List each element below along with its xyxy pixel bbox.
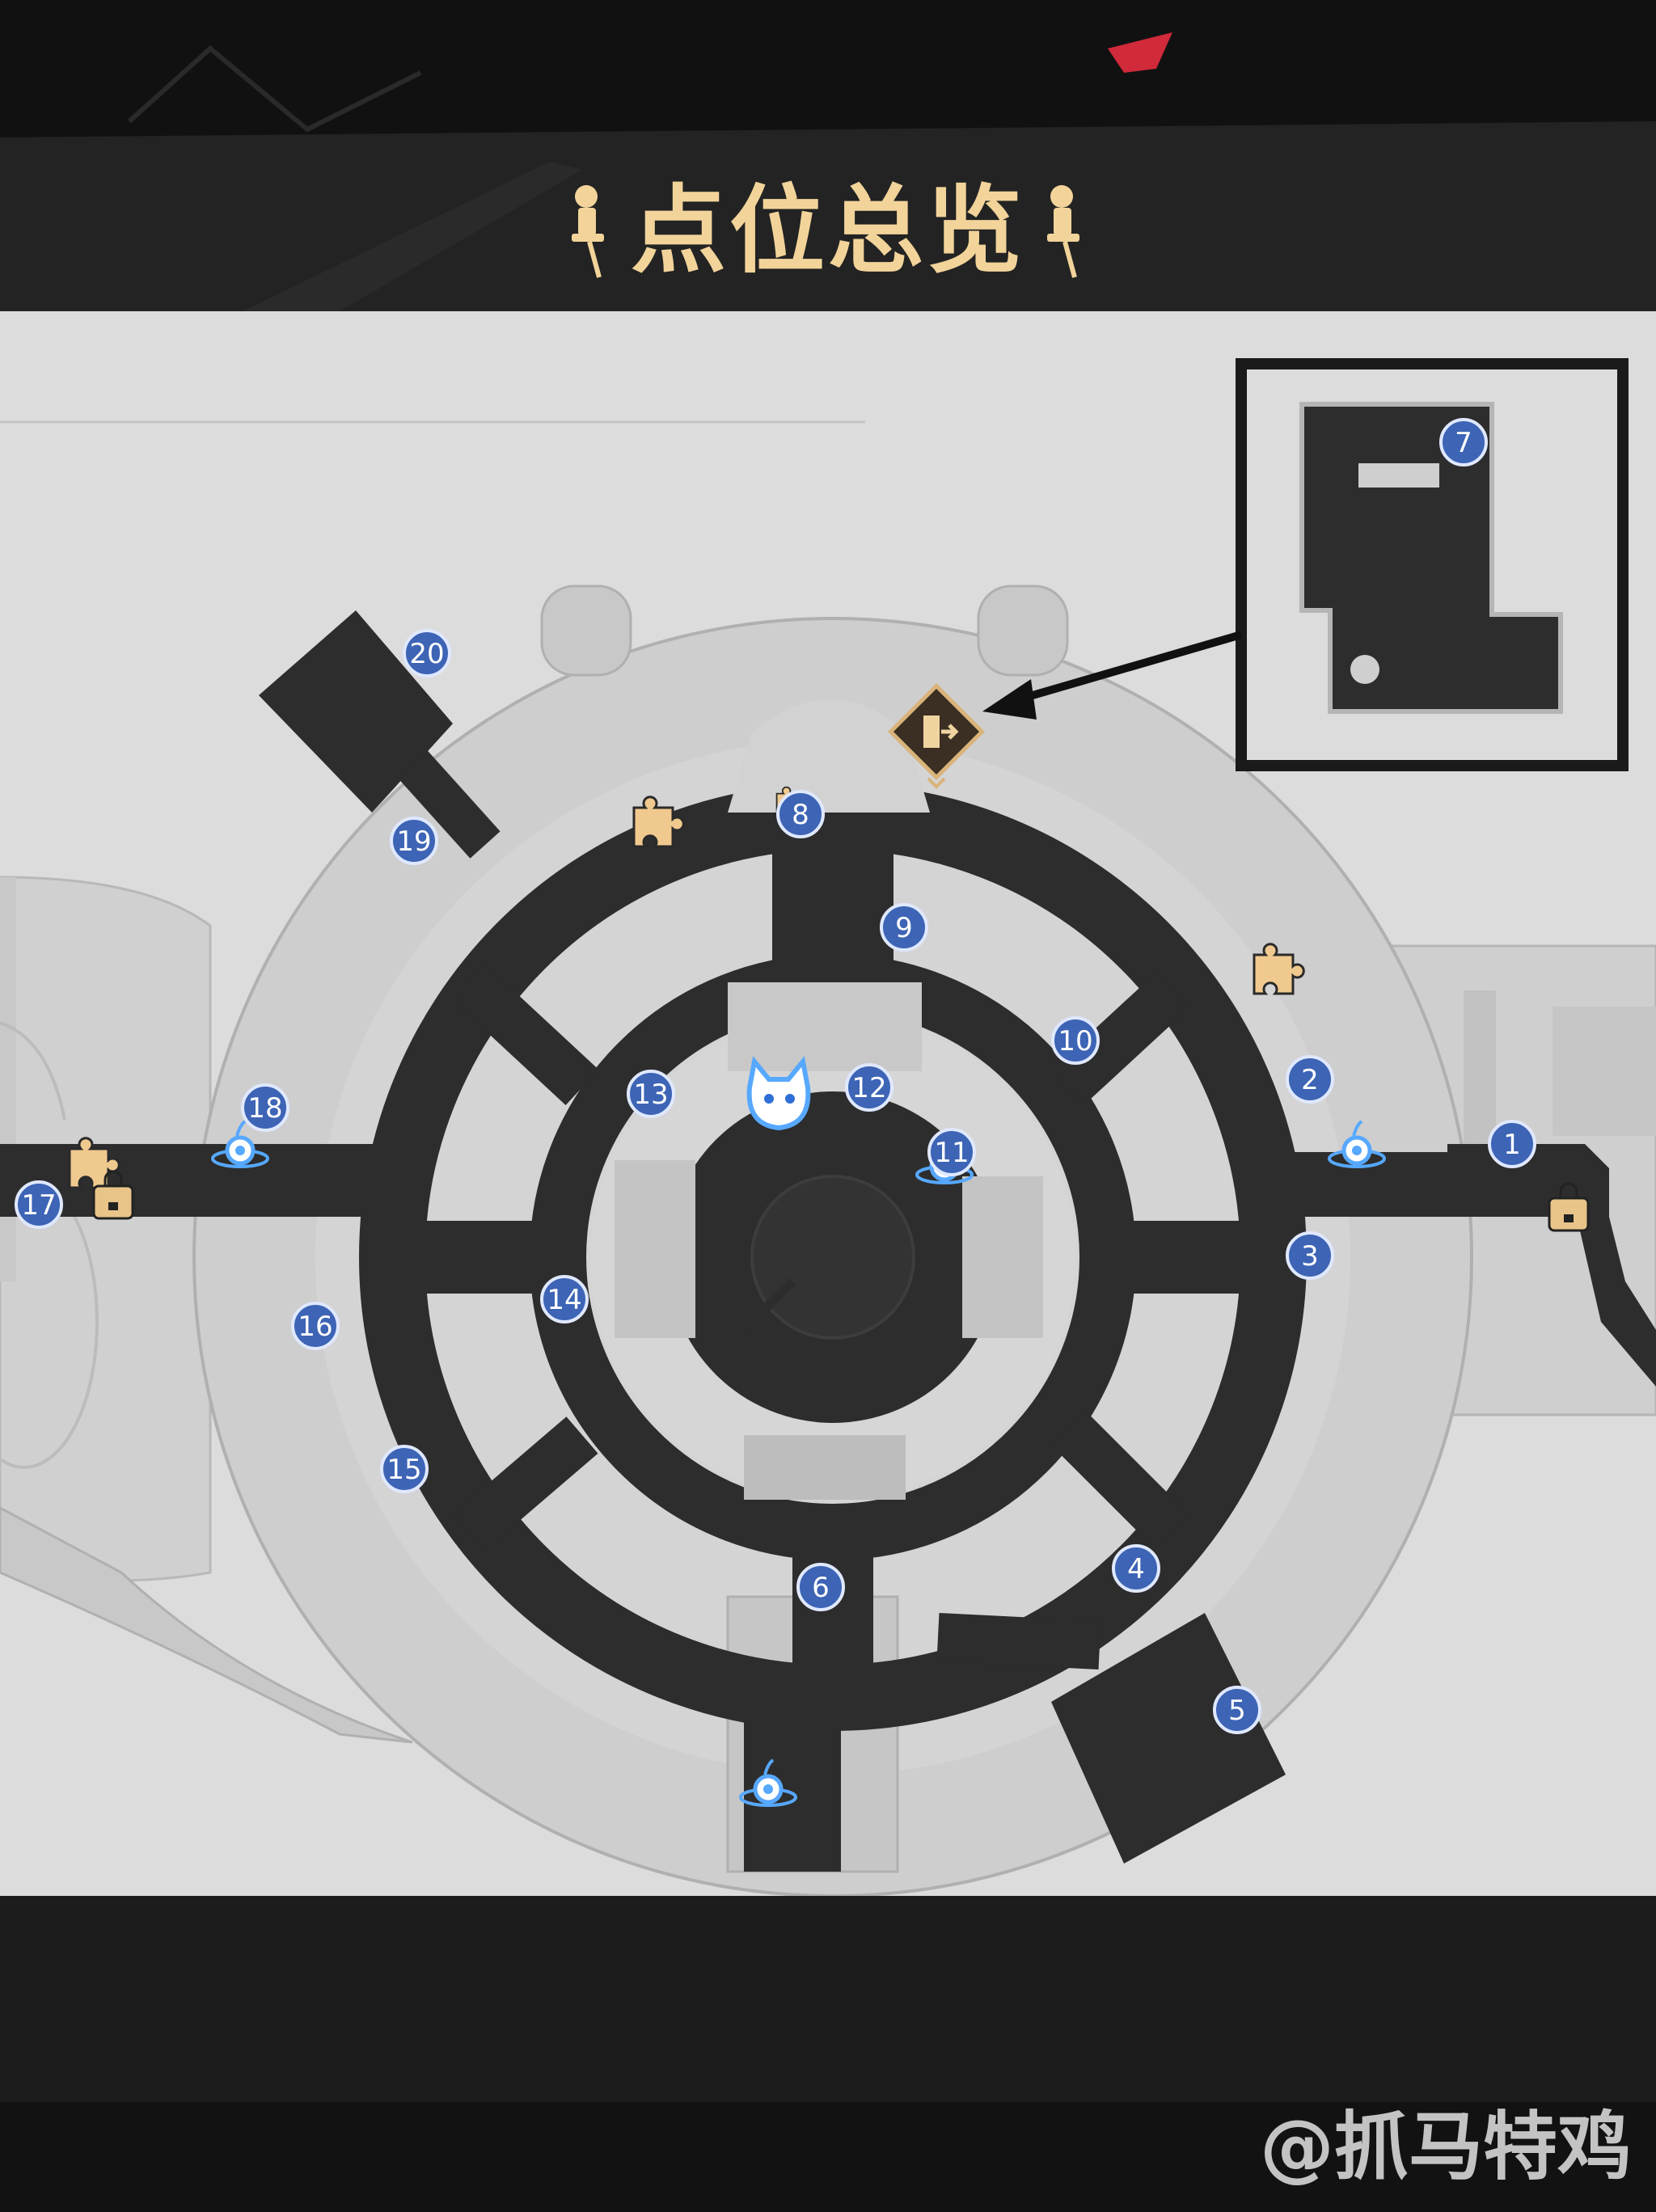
header-band [0,0,1656,311]
marker-label: 18 [247,1092,282,1125]
marker-label: 12 [851,1072,886,1104]
marker-circle[interactable] [845,1063,893,1112]
marker-label: 14 [547,1284,581,1316]
marker-18[interactable]: 18 [241,1083,289,1132]
header-texture [0,0,1656,311]
marker-circle[interactable] [1286,1055,1334,1104]
marker-label: 3 [1301,1240,1319,1273]
page-title: 点位总览 [630,175,1025,286]
marker-label: 2 [1301,1064,1319,1096]
marker-15[interactable]: 15 [380,1445,429,1493]
marker-circle[interactable] [1112,1544,1160,1593]
marker-label: 11 [934,1137,969,1169]
marker-label: 7 [1455,427,1472,459]
footer-band [0,1896,1656,2212]
marker-circle[interactable] [15,1180,63,1229]
marker-label: 8 [792,799,809,831]
marker-circle[interactable] [1439,418,1488,466]
marker-label: 9 [895,912,913,944]
pushpin-right-icon [1047,185,1080,278]
marker-label: 1 [1503,1129,1521,1161]
marker-17[interactable]: 17 [15,1180,63,1229]
marker-10[interactable]: 10 [1051,1016,1100,1065]
inset-box [1236,358,1629,771]
marker-circle[interactable] [1488,1120,1536,1168]
marker-circle[interactable] [880,903,928,952]
marker-6[interactable]: 6 [796,1563,845,1611]
marker-16[interactable]: 16 [291,1302,340,1350]
marker-circle[interactable] [403,629,451,678]
marker-circle[interactable] [291,1302,340,1350]
footer-texture [0,1896,1656,2212]
left-plaza [0,876,212,1582]
marker-label: 15 [387,1454,421,1486]
marker-2[interactable]: 2 [1286,1055,1334,1104]
marker-7[interactable]: 7 [1439,418,1488,466]
marker-label: 13 [633,1079,668,1111]
marker-4[interactable]: 4 [1112,1544,1160,1593]
marker-label: 16 [298,1311,332,1343]
marker-circle[interactable] [1286,1231,1334,1280]
marker-19[interactable]: 19 [390,817,438,865]
marker-circle[interactable] [796,1563,845,1611]
marker-14[interactable]: 14 [540,1275,589,1323]
marker-12[interactable]: 12 [845,1063,893,1112]
marker-circle[interactable] [380,1445,429,1493]
marker-20[interactable]: 20 [403,629,451,678]
marker-label: 5 [1228,1695,1246,1727]
walkway-spokes [388,821,1278,1710]
watermark: @抓马特鸡 [1259,2104,1632,2190]
marker-circle[interactable] [241,1083,289,1132]
marker-circle[interactable] [627,1070,675,1118]
marker-9[interactable]: 9 [880,903,928,952]
marker-label: 6 [812,1572,830,1604]
marker-label: 10 [1058,1025,1092,1057]
marker-label: 19 [396,825,431,858]
pushpin-left-icon [571,185,604,278]
marker-circle[interactable] [1213,1686,1261,1734]
exit-door-icon[interactable] [887,682,986,789]
marker-label: 20 [409,638,444,670]
marker-circle[interactable] [1051,1016,1100,1065]
marker-1[interactable]: 1 [1488,1120,1536,1168]
marker-label: 4 [1127,1553,1145,1585]
inset-pointer-arrow [982,631,1243,720]
marker-label: 17 [21,1189,56,1222]
marker-circle[interactable] [927,1128,976,1176]
title-bar: 点位总览 [0,158,1656,303]
marker-circle[interactable] [540,1275,589,1323]
marker-8[interactable]: 8 [776,790,825,838]
corridors [0,610,1656,1872]
marker-circle[interactable] [776,790,825,838]
marker-circle[interactable] [390,817,438,865]
cat-mascot-icon[interactable] [746,1056,811,1131]
marker-13[interactable]: 13 [627,1070,675,1118]
marker-3[interactable]: 3 [1286,1231,1334,1280]
marker-11[interactable]: 11 [927,1128,976,1176]
marker-5[interactable]: 5 [1213,1686,1261,1734]
